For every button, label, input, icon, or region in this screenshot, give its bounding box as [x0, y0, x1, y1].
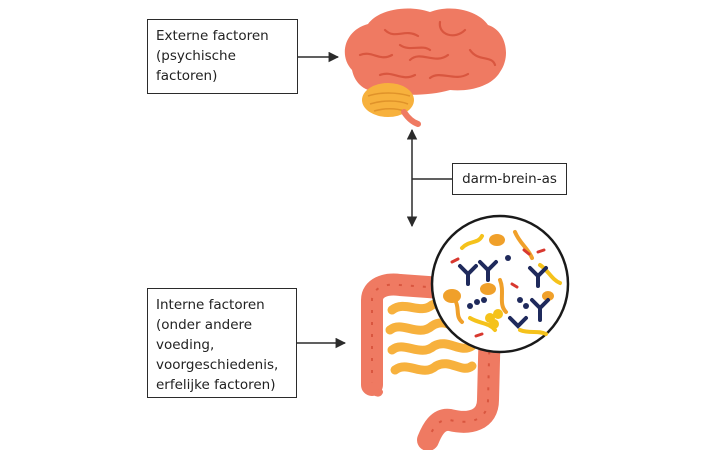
gut-brain-axis-label-box: darm-brein-as	[452, 163, 567, 195]
cerebellum	[362, 83, 414, 117]
microbiome-icon	[430, 214, 570, 354]
brain-icon	[344, 8, 507, 127]
internal-factors-line: Interne factoren	[156, 297, 265, 313]
external-factors-line: (psychische	[156, 48, 236, 64]
external-factors-line: Externe factoren	[156, 28, 269, 44]
internal-factors-line: erfelijke factoren)	[156, 377, 276, 393]
internal-factors-line: (onder andere	[156, 317, 253, 333]
internal-factors-line: voeding,	[156, 337, 215, 353]
internal-factors-line: voorgeschiedenis,	[156, 357, 279, 373]
gut-brain-axis-label: darm-brein-as	[462, 171, 557, 187]
external-factors-box: Externe factoren (psychische factoren)	[147, 19, 298, 94]
external-factors-line: factoren)	[156, 68, 218, 84]
internal-factors-box: Interne factoren (onder andere voeding, …	[147, 288, 297, 398]
